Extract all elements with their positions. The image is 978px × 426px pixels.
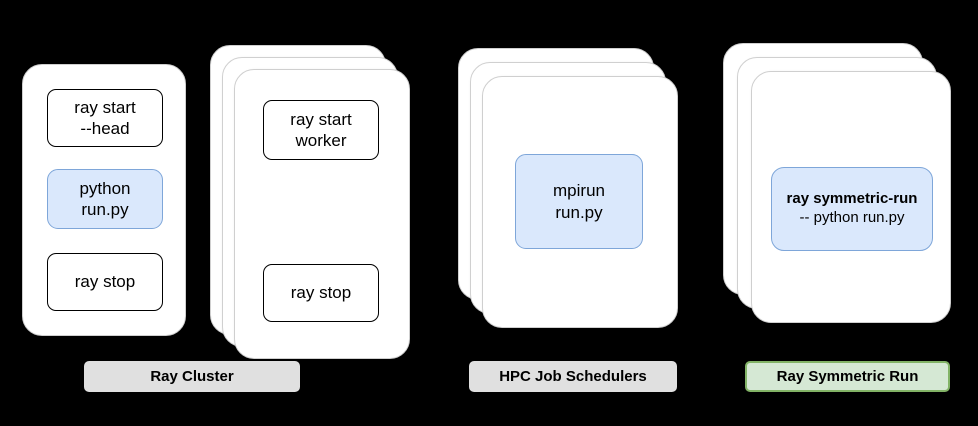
- command-line-1: ray start: [74, 97, 136, 117]
- command-ray-symmetric-run[interactable]: ray symmetric-run -- python run.py: [771, 167, 933, 251]
- command-line-1: mpirun: [553, 181, 605, 201]
- command-line-2: -- python run.py: [799, 209, 905, 226]
- group-label-text: HPC Job Schedulers: [499, 368, 647, 385]
- command-ray-stop-worker[interactable]: ray stop: [263, 264, 379, 322]
- command-line-1: ray symmetric-run: [786, 190, 918, 208]
- command-line-2: worker: [295, 131, 347, 150]
- command-line-1: ray stop: [290, 283, 352, 303]
- group-label-text: Ray Cluster: [150, 368, 234, 385]
- group-label-hpc-job-schedulers[interactable]: HPC Job Schedulers: [469, 361, 677, 392]
- command-line-2: run.py: [81, 200, 129, 219]
- symmetric-node-card-front[interactable]: ray symmetric-run -- python run.py: [751, 71, 951, 323]
- command-python-run-py[interactable]: python run.py: [47, 169, 163, 229]
- group-label-ray-cluster[interactable]: Ray Cluster: [84, 361, 300, 392]
- command-ray-stop-head[interactable]: ray stop: [47, 253, 163, 311]
- ray-head-node-card[interactable]: ray start --head python run.py ray stop: [22, 64, 186, 336]
- group-label-text: Ray Symmetric Run: [776, 368, 919, 385]
- command-line-2: run.py: [555, 202, 603, 222]
- hpc-node-card-front[interactable]: mpirun run.py: [482, 76, 678, 328]
- command-line-2: --head: [80, 119, 130, 138]
- command-line-1: ray start: [290, 109, 352, 129]
- command-ray-start-head[interactable]: ray start --head: [47, 89, 163, 147]
- group-label-ray-symmetric-run[interactable]: Ray Symmetric Run: [745, 361, 950, 392]
- command-mpirun-run-py[interactable]: mpirun run.py: [515, 154, 643, 249]
- command-line-1: ray stop: [74, 272, 136, 292]
- command-ray-start-worker[interactable]: ray start worker: [263, 100, 379, 160]
- command-line-1: python: [79, 178, 131, 198]
- ray-worker-node-card-front[interactable]: ray start worker ray stop: [234, 69, 410, 359]
